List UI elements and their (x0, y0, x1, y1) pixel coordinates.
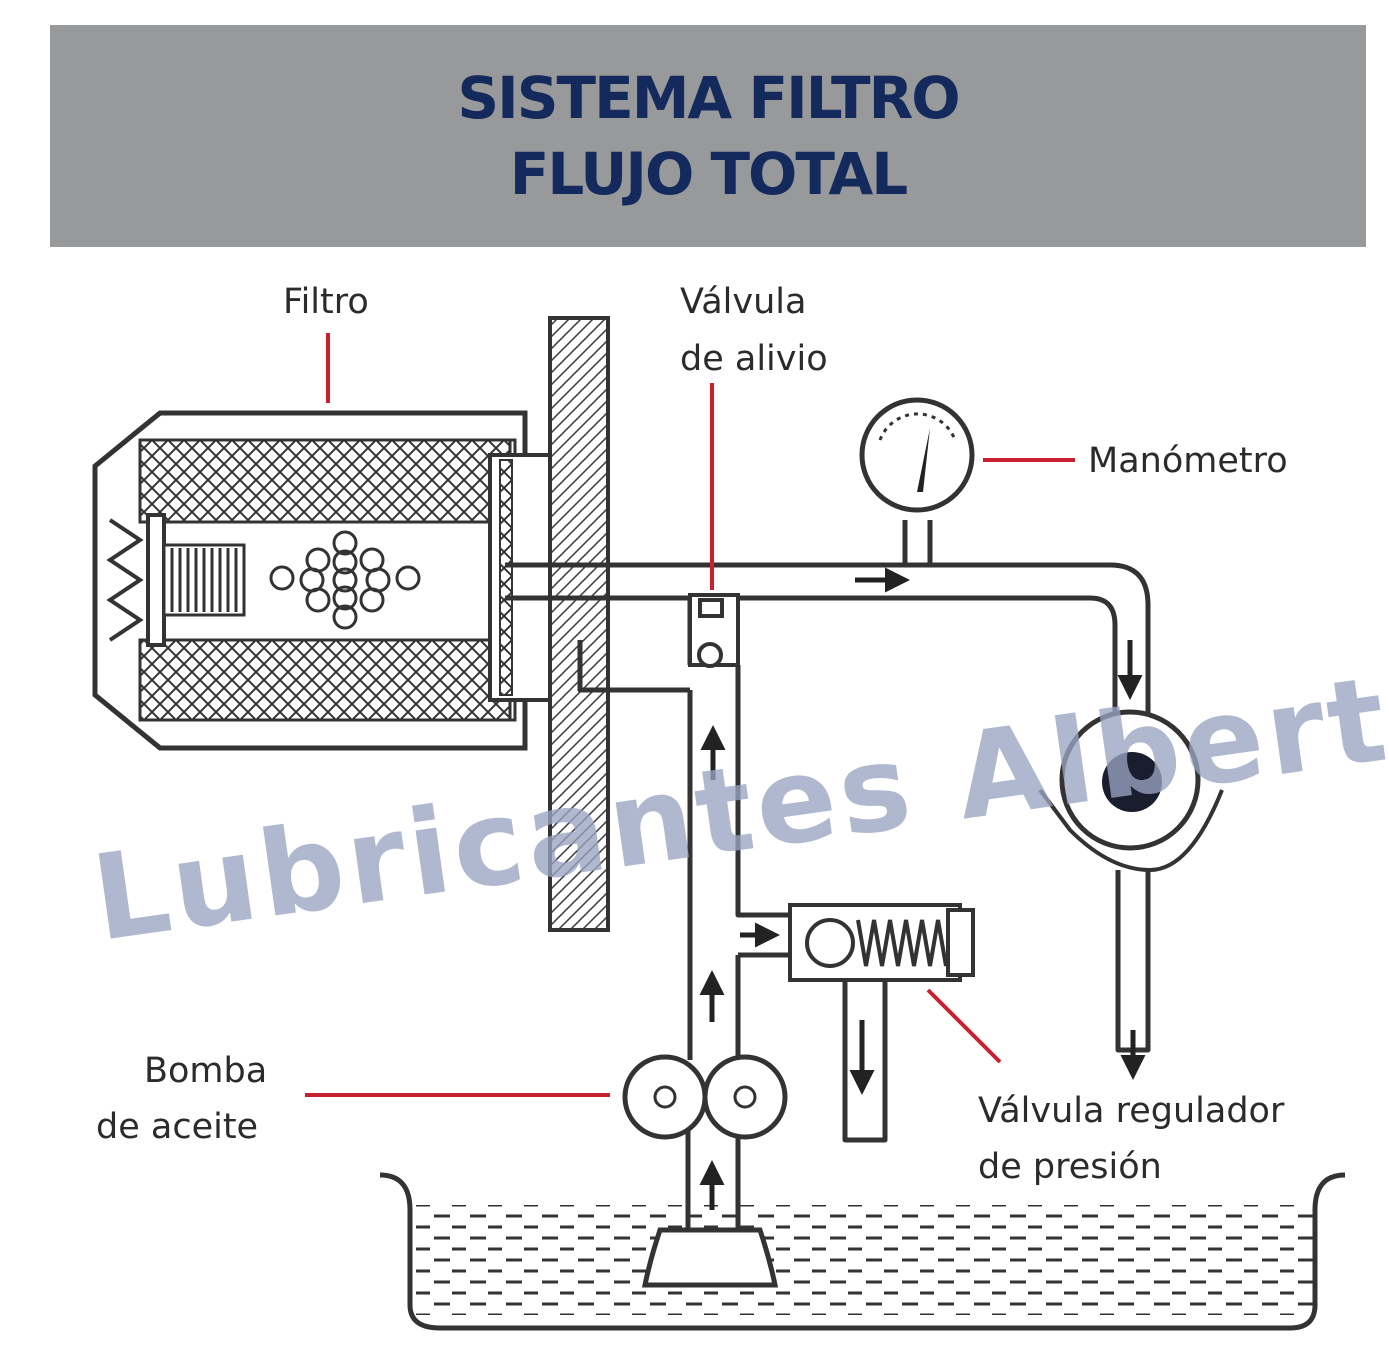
label-filtro: Filtro (283, 282, 369, 322)
pressure-gauge (862, 400, 972, 510)
pressure-regulator (790, 905, 973, 980)
oil-sump (380, 1175, 1345, 1328)
label-manometro: Manómetro (1088, 441, 1288, 481)
label-regulador-2: de presión (978, 1147, 1162, 1187)
label-bomba-1: Bomba (144, 1051, 267, 1091)
label-bomba-2: de aceite (96, 1107, 258, 1147)
oil-pump (625, 1057, 785, 1137)
relief-valve (690, 595, 738, 666)
label-valvula-alivio-2: de alivio (680, 339, 828, 379)
filter-canister (95, 413, 550, 748)
label-valvula-alivio-1: Válvula (680, 282, 806, 322)
label-regulador-1: Válvula regulador (978, 1091, 1285, 1131)
